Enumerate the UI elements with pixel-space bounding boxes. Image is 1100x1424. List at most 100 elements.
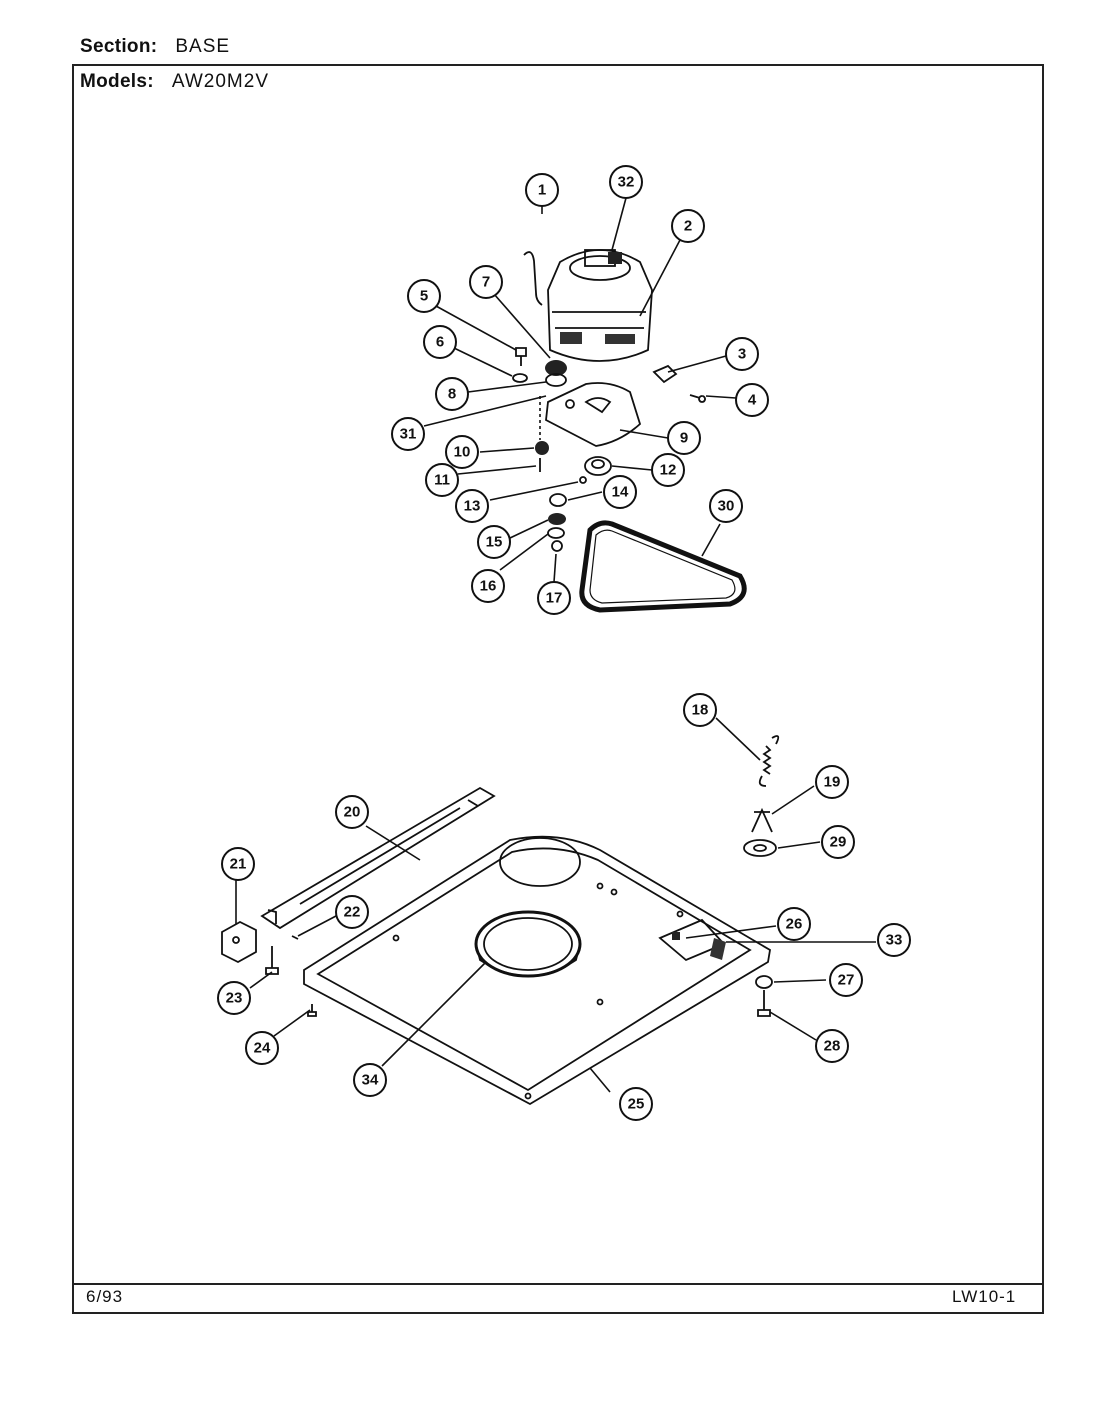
svg-text:22: 22 (344, 904, 361, 921)
callout-21: 21 (221, 847, 255, 881)
part-base-plate (303, 835, 771, 1106)
svg-text:26: 26 (786, 916, 803, 933)
models-header: Models: AW20M2V (80, 71, 269, 93)
section-value: BASE (175, 36, 231, 57)
part-nut (551, 540, 563, 552)
svg-text:13: 13 (464, 498, 481, 515)
part-coupling (535, 441, 549, 455)
svg-text:7: 7 (482, 274, 490, 291)
callout-7: 7 (469, 265, 503, 299)
svg-text:5: 5 (420, 288, 428, 305)
svg-text:31: 31 (400, 426, 417, 443)
part-spring (758, 735, 780, 787)
svg-text:16: 16 (480, 578, 497, 595)
svg-text:17: 17 (546, 590, 563, 607)
part-base-screw (307, 1004, 317, 1017)
callout-17: 17 (537, 581, 571, 615)
svg-text:15: 15 (486, 534, 503, 551)
callout-10: 10 (445, 435, 479, 469)
part-drive-belt (579, 520, 747, 613)
callout-3: 3 (725, 337, 759, 371)
callout-32: 32 (609, 165, 643, 199)
svg-text:27: 27 (838, 972, 855, 989)
part-motor (547, 249, 653, 362)
callout-29: 29 (821, 825, 855, 859)
part-damper (548, 513, 566, 525)
part-grommet (545, 360, 567, 376)
svg-text:25: 25 (628, 1096, 645, 1113)
part-large-washer (743, 839, 777, 857)
callout-31: 31 (391, 417, 425, 451)
callout-33: 33 (877, 923, 911, 957)
callout-1: 1 (525, 173, 559, 207)
part-washer (512, 373, 528, 383)
section-label: Section: (80, 36, 158, 57)
svg-text:14: 14 (612, 484, 629, 501)
part-brace (260, 786, 496, 930)
callout-9: 9 (667, 421, 701, 455)
part-leg-bolt (265, 946, 279, 975)
callout-13: 13 (455, 489, 489, 523)
svg-text:6: 6 (436, 334, 444, 351)
base-assembly-drawing (221, 735, 780, 1106)
callout-12: 12 (651, 453, 685, 487)
callout-6: 6 (423, 325, 457, 359)
svg-text:23: 23 (226, 990, 243, 1007)
part-bolt (515, 347, 527, 366)
part-hex-bolt (757, 990, 771, 1017)
callout-8: 8 (435, 377, 469, 411)
part-thrust-washer (547, 527, 565, 539)
part-hex-nut (755, 975, 773, 989)
svg-text:24: 24 (254, 1040, 271, 1057)
callout-5: 5 (407, 279, 441, 313)
footer-page-code: LW10-1 (952, 1287, 1017, 1306)
part-motor-mount-plate (545, 382, 642, 447)
svg-text:32: 32 (618, 174, 635, 191)
callout-14: 14 (603, 475, 637, 509)
svg-text:12: 12 (660, 462, 677, 479)
part-small-pin (291, 935, 299, 940)
svg-text:11: 11 (434, 472, 450, 489)
svg-text:34: 34 (362, 1072, 379, 1089)
svg-text:2: 2 (684, 218, 692, 235)
svg-text:21: 21 (230, 856, 247, 873)
callout-27: 27 (829, 963, 863, 997)
svg-text:10: 10 (454, 444, 471, 461)
part-motor-connector (608, 252, 622, 264)
callout-26: 26 (777, 907, 811, 941)
svg-text:9: 9 (680, 430, 688, 447)
footer-divider (72, 1283, 1044, 1285)
leader-lines (235, 197, 876, 1093)
diagram-frame (72, 64, 1044, 1314)
callout-23: 23 (217, 981, 251, 1015)
callout-2: 2 (671, 209, 705, 243)
models-label: Models: (80, 71, 154, 92)
callout-20: 20 (335, 795, 369, 829)
models-value: AW20M2V (171, 71, 269, 92)
callout-28: 28 (815, 1029, 849, 1063)
part-switch (652, 364, 678, 384)
section-header: Section: BASE (80, 36, 230, 58)
callout-24: 24 (245, 1031, 279, 1065)
callout-25: 25 (619, 1087, 653, 1121)
svg-text:29: 29 (830, 834, 847, 851)
callout-15: 15 (477, 525, 511, 559)
svg-text:3: 3 (738, 346, 746, 363)
part-damper-pad (710, 938, 726, 960)
callout-34: 34 (353, 1063, 387, 1097)
svg-text:8: 8 (448, 386, 456, 403)
callout-19: 19 (815, 765, 849, 799)
part-pulley (584, 456, 612, 476)
svg-text:18: 18 (692, 702, 709, 719)
callout-18: 18 (683, 693, 717, 727)
svg-text:20: 20 (344, 804, 361, 821)
svg-text:30: 30 (718, 498, 735, 515)
callout-16: 16 (471, 569, 505, 603)
motor-assembly-drawing (512, 249, 747, 613)
part-screw (689, 394, 706, 403)
part-leveling-clip (751, 807, 773, 833)
callout-11: 11 (425, 463, 459, 497)
svg-text:19: 19 (824, 774, 841, 791)
footer-date: 6/93 (86, 1287, 124, 1306)
